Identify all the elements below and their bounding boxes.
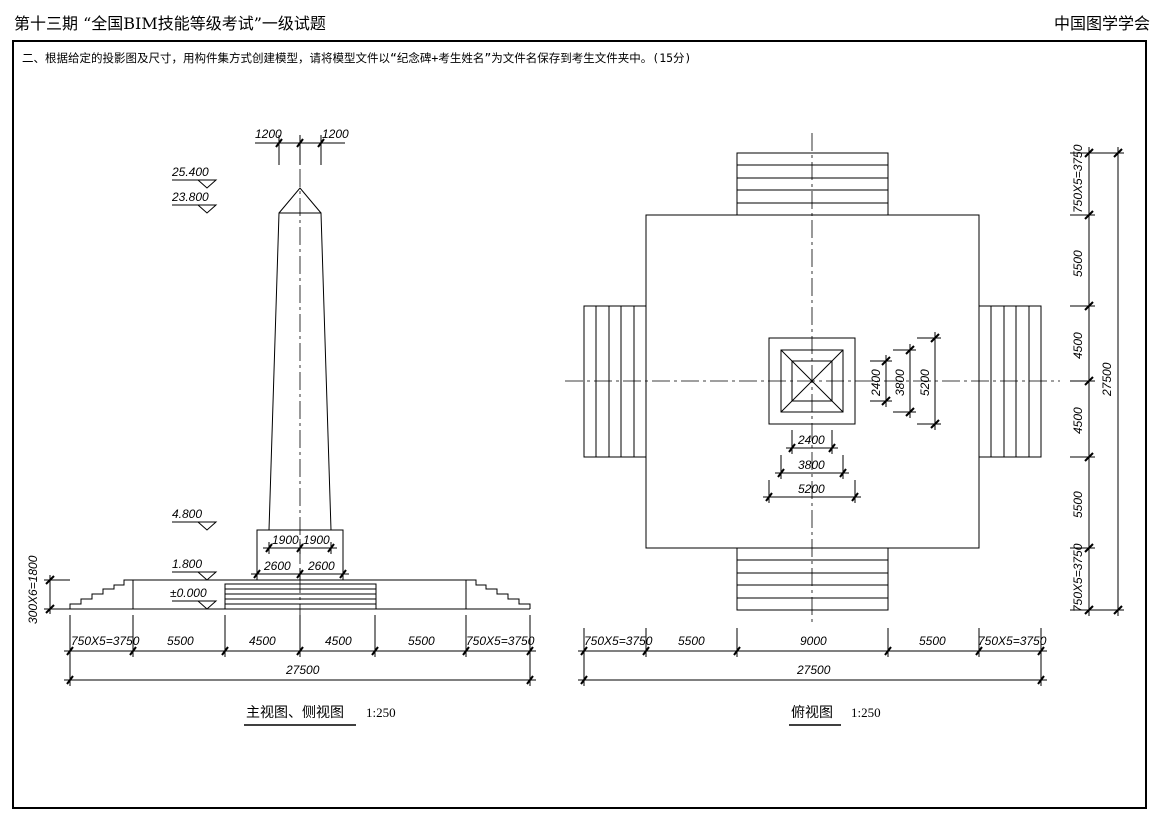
dimension-text: 27500 xyxy=(1100,362,1114,397)
dimension-text: 9000 xyxy=(800,634,827,648)
obelisk-top xyxy=(278,187,322,214)
drawing-frame xyxy=(12,40,1147,809)
dimension-text: 1200 xyxy=(255,127,282,141)
view-title: 主视图、侧视图 xyxy=(246,705,344,721)
right-dimension-chain xyxy=(1070,147,1124,616)
center-dims-vertical xyxy=(870,332,941,430)
question-text: 二、根据给定的投影图及尺寸，用构件集方式创建模型，请将模型文件以“纪念碑+考生姓… xyxy=(22,51,692,65)
dimension-text: 5500 xyxy=(1071,491,1085,518)
dimension-text: 5500 xyxy=(919,634,946,648)
dimension-text: 4500 xyxy=(1071,332,1085,359)
dimension-text: 750X5=3750 xyxy=(71,634,140,648)
dimension-text: 4500 xyxy=(325,634,352,648)
center-dims-horizontal xyxy=(763,430,861,503)
elevation-label: 25.400 xyxy=(171,165,209,179)
plan-bottom-dimension-chain xyxy=(578,628,1047,686)
view-scale: 1:250 xyxy=(366,705,396,720)
dimension-text: 2400 xyxy=(869,369,883,397)
dimension-text: 3800 xyxy=(893,369,907,396)
dimension-text: 4500 xyxy=(249,634,276,648)
sheet-title: 第十三期 “全国BIM技能等级考试”一级试题 xyxy=(14,14,326,33)
dimension-text: 1900 xyxy=(272,533,299,547)
view-scale: 1:250 xyxy=(851,705,881,720)
dimension-text: 750X5=3750 xyxy=(978,634,1047,648)
elevation-markers xyxy=(172,179,218,610)
dimension-text: 4500 xyxy=(1071,407,1085,434)
dimension-text: 750X5=3750 xyxy=(584,634,653,648)
issuer-name: 中国图学学会 xyxy=(1053,14,1150,33)
dimension-text: 27500 xyxy=(285,663,320,677)
dimension-text: 5500 xyxy=(167,634,194,648)
dimension-text: 750X5=3750 xyxy=(1071,144,1085,213)
top-steps xyxy=(736,152,889,216)
bottom-dimension-chain xyxy=(64,615,536,686)
view-title: 俯视图 xyxy=(791,705,833,721)
dimension-text: 27500 xyxy=(796,663,831,677)
right-steps xyxy=(978,305,1042,458)
dimension-text: 1900 xyxy=(303,533,330,547)
dimension-text: 750X5=3750 xyxy=(1071,543,1085,612)
pedestal-dimension-upper xyxy=(263,542,337,554)
right-stairs xyxy=(466,579,531,609)
front-view: 25.400 23.800 4.800 1.800 ±0.000 1200 12… xyxy=(26,127,536,726)
dimension-text: 5500 xyxy=(678,634,705,648)
pedestal-dimension-lower xyxy=(251,568,349,580)
dimension-text: 2400 xyxy=(797,433,825,447)
elevation-label: 1.800 xyxy=(172,557,202,571)
top-dimension xyxy=(255,135,345,165)
dimension-text: 2600 xyxy=(263,559,291,573)
front-steps xyxy=(224,583,377,610)
stair-height-dimension xyxy=(44,575,70,614)
dimension-text: 750X5=3750 xyxy=(466,634,535,648)
left-stairs xyxy=(69,579,133,609)
elevation-label: ±0.000 xyxy=(170,586,207,600)
dimension-text: 5200 xyxy=(798,482,825,496)
dimension-text: 1200 xyxy=(322,127,349,141)
dimension-text: 3800 xyxy=(798,458,825,472)
plan-view: 2400 3800 5200 2400 3800 5200 xyxy=(565,133,1124,726)
dimension-text: 5500 xyxy=(1071,250,1085,277)
dimension-text: 2600 xyxy=(307,559,335,573)
elevation-label: 23.800 xyxy=(171,190,209,204)
left-steps xyxy=(583,305,647,458)
dimension-text: 5200 xyxy=(918,369,932,396)
elevation-label: 4.800 xyxy=(172,507,202,521)
dimension-text: 5500 xyxy=(408,634,435,648)
dimension-text: 300X6=1800 xyxy=(26,555,40,624)
bottom-steps xyxy=(736,547,889,611)
